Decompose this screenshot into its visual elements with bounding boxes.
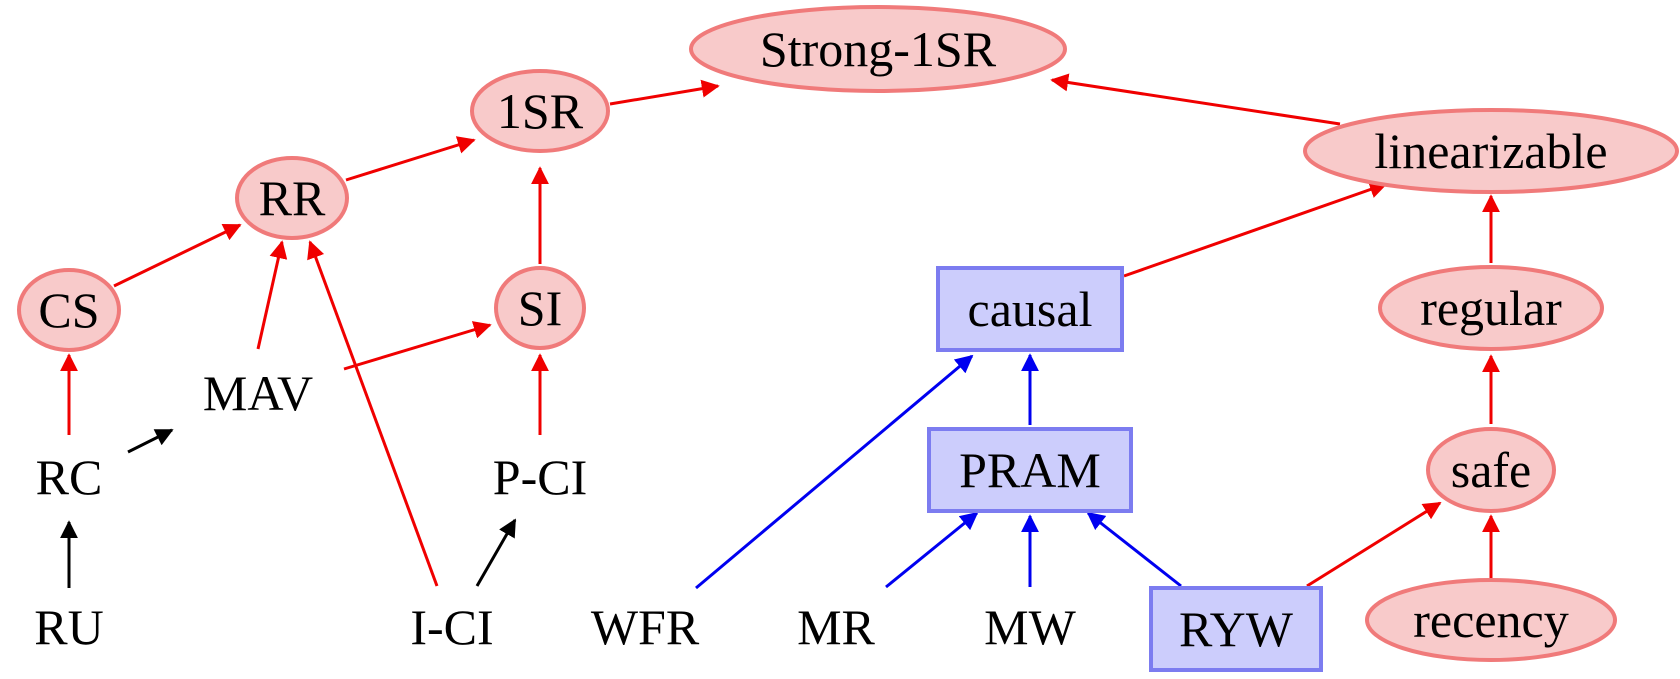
edge-linearizable-to-strong1sr (1050, 73, 1341, 126)
edges (60, 73, 1500, 590)
node-rr[interactable]: RR (235, 156, 349, 240)
node-mw[interactable]: MW (984, 599, 1076, 655)
node-1sr[interactable]: 1SR (470, 69, 610, 153)
node-strong1sr[interactable]: Strong-1SR (689, 5, 1067, 93)
edge-cs-to-rr (113, 223, 242, 288)
node-rr-label: RR (259, 170, 326, 226)
node-mav[interactable]: MAV (203, 365, 313, 421)
node-safe-label: safe (1451, 442, 1532, 498)
node-causal-label: causal (968, 281, 1093, 337)
edge-1sr-to-strong1sr (609, 79, 720, 106)
node-ryw[interactable]: RYW (1149, 586, 1323, 672)
node-recency-label: recency (1413, 592, 1568, 648)
node-mr[interactable]: MR (797, 599, 875, 655)
node-regular-label: regular (1420, 280, 1562, 336)
node-causal[interactable]: causal (936, 266, 1124, 352)
node-cs-label: CS (38, 282, 99, 338)
node-pram-label: PRAM (959, 442, 1101, 498)
edge-mav-to-rr (256, 240, 288, 350)
edge-mr-to-pram (885, 511, 979, 589)
node-strong1sr-label: Strong-1SR (760, 21, 997, 77)
node-wfr[interactable]: WFR (591, 599, 700, 655)
node-si[interactable]: SI (494, 266, 586, 350)
node-safe[interactable]: safe (1426, 427, 1556, 513)
edge-ici-to-pci (475, 518, 517, 587)
node-rc[interactable]: RC (36, 449, 103, 505)
node-regular[interactable]: regular (1378, 265, 1604, 351)
node-linearizable-label: linearizable (1374, 123, 1607, 179)
edge-ryw-to-pram (1086, 511, 1182, 588)
edge-causal-to-linearizable (1123, 180, 1388, 278)
node-ru[interactable]: RU (34, 599, 103, 655)
edge-wfr-to-causal (695, 354, 974, 590)
node-1sr-label: 1SR (497, 83, 584, 139)
edge-rc-to-mav (127, 428, 174, 454)
edge-rr-to-1sr (345, 136, 476, 182)
edge-ryw-to-safe (1306, 501, 1442, 588)
edge-mav-to-si (343, 321, 492, 371)
node-linearizable[interactable]: linearizable (1303, 108, 1679, 194)
node-ici[interactable]: I-CI (410, 599, 493, 655)
node-ryw-label: RYW (1179, 601, 1294, 657)
edge-ici-to-rr (307, 240, 439, 587)
node-cs[interactable]: CS (17, 268, 121, 352)
node-recency[interactable]: recency (1365, 578, 1617, 662)
node-pci[interactable]: P-CI (493, 449, 587, 505)
node-pram[interactable]: PRAM (927, 427, 1133, 513)
node-si-label: SI (518, 280, 562, 336)
